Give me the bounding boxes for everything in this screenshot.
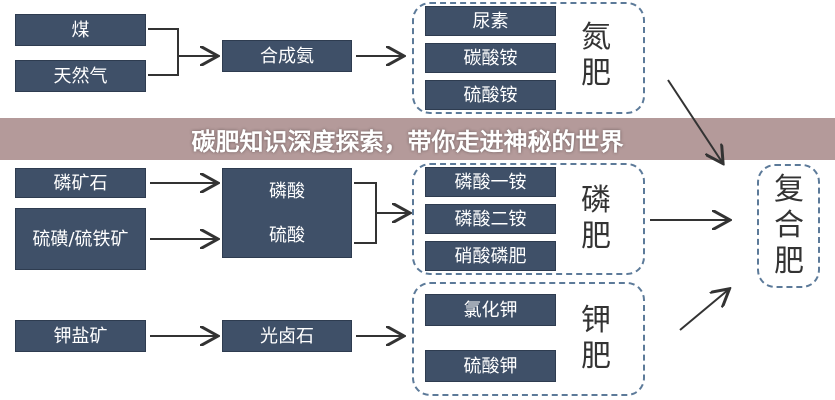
product-dap: 磷酸二铵 xyxy=(425,204,556,234)
source-potash-ore: 钾盐矿 xyxy=(15,320,146,352)
banner-title: 碳肥知识深度探索，带你走进神秘的世界 xyxy=(191,127,624,156)
product-urea: 尿素 xyxy=(425,6,556,36)
source-coal: 煤 xyxy=(15,14,146,46)
product-nitrophosphate: 硝酸磷肥 xyxy=(425,241,556,271)
potassium-group xyxy=(412,282,645,396)
intermediate-carnallite: 光卤石 xyxy=(222,320,352,352)
source-sulfur-pyrite: 硫磺/硫铁矿 xyxy=(15,208,146,270)
intermediate-sulfuric-acid: 硫酸 xyxy=(269,224,305,246)
compound-group xyxy=(757,164,820,288)
product-map: 磷酸一铵 xyxy=(425,167,556,197)
phosphorus-group xyxy=(412,163,645,275)
nitrogen-label: 氮肥 xyxy=(581,20,611,91)
product-ammonium-sulfate: 硫酸铵 xyxy=(425,80,556,110)
intermediate-phosphoric-acid: 磷酸 xyxy=(269,180,305,202)
product-ammonium-bicarbonate: 碳酸铵 xyxy=(425,43,556,73)
nitrogen-group xyxy=(412,2,645,114)
phosphorus-label: 磷肥 xyxy=(581,183,611,254)
potassium-label: 钾肥 xyxy=(581,303,611,374)
title-banner: 碳肥知识深度探索，带你走进神秘的世界 xyxy=(0,118,835,160)
product-potassium-sulfate: 硫酸钾 xyxy=(425,350,556,382)
source-natural-gas: 天然气 xyxy=(15,60,146,92)
intermediate-acids: 磷酸硫酸 xyxy=(222,168,352,258)
intermediate-ammonia: 合成氨 xyxy=(222,40,352,72)
product-potassium-chloride: 氯化钾 xyxy=(425,294,556,326)
source-phosphate-rock: 磷矿石 xyxy=(15,168,146,198)
compound-label: 复合肥 xyxy=(774,172,804,279)
